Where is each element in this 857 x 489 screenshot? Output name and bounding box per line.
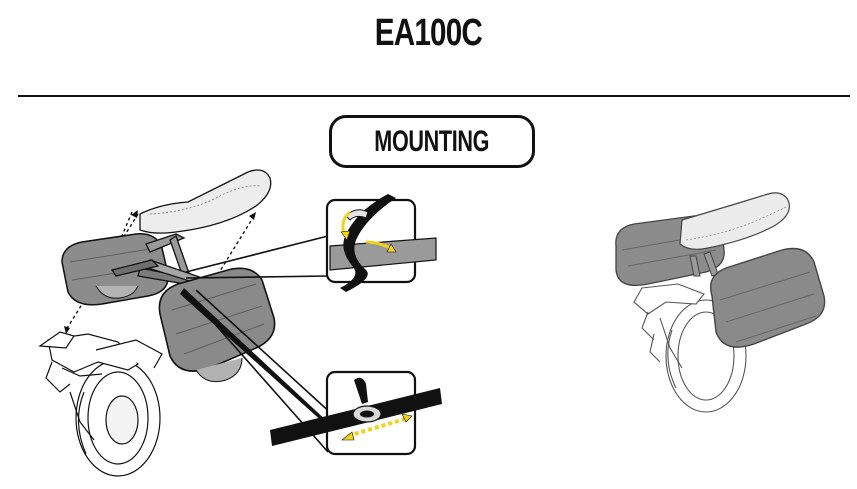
right-assembled-saddlebags-icon: [615, 192, 826, 348]
alignment-arrowheads: [64, 210, 256, 334]
left-motorcycle-rear-icon: [38, 331, 163, 477]
mounting-badge: MOUNTING: [329, 115, 535, 168]
buckle-strap-callout: [270, 370, 442, 456]
callout-leader-strip: [180, 288, 334, 432]
connecting-straps: [110, 233, 215, 289]
velcro-strap-callout: [325, 194, 437, 292]
page-title: EA100C: [374, 12, 483, 54]
mounting-label: MOUNTING: [374, 124, 490, 158]
title-divider: [18, 95, 850, 97]
left-seat-icon: [139, 169, 272, 234]
